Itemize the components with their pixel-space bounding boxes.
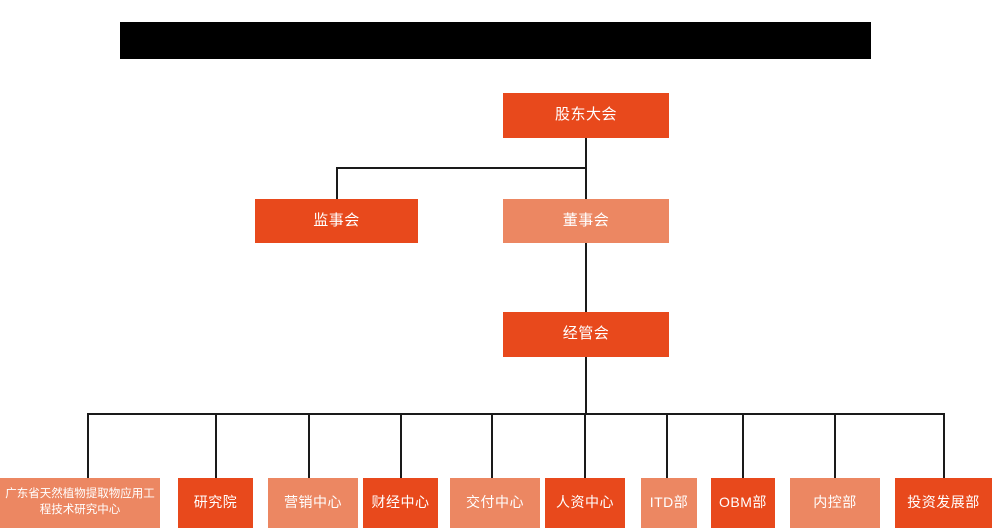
node-label: 营销中心 <box>284 494 342 511</box>
connector-drop-engineering-research-center <box>87 413 89 478</box>
node-label: ITD部 <box>649 494 689 511</box>
node-shareholders-meeting[interactable]: 股东大会 <box>503 93 669 138</box>
node-board-of-directors[interactable]: 董事会 <box>503 199 669 243</box>
connector-level2-bar <box>336 167 587 169</box>
connector-drop-delivery-center <box>491 413 493 478</box>
connector-management-down <box>585 357 587 414</box>
node-internal-control-dept[interactable]: 内控部 <box>790 478 880 528</box>
node-itd-dept[interactable]: ITD部 <box>641 478 697 528</box>
connector-directors-to-management <box>585 242 587 312</box>
node-management-committee[interactable]: 经管会 <box>503 312 669 357</box>
node-research-institute[interactable]: 研究院 <box>178 478 253 528</box>
node-label: 监事会 <box>313 211 360 229</box>
node-obm-dept[interactable]: OBM部 <box>711 478 775 528</box>
node-label: OBM部 <box>719 494 767 511</box>
connector-drop-hr-center <box>584 413 586 478</box>
connector-level4-bar <box>87 413 945 415</box>
node-label: 经管会 <box>562 325 610 343</box>
node-investment-development-dept[interactable]: 投资发展部 <box>895 478 992 528</box>
node-marketing-center[interactable]: 营销中心 <box>268 478 358 528</box>
node-hr-center[interactable]: 人资中心 <box>545 478 625 528</box>
node-board-of-supervisors[interactable]: 监事会 <box>255 199 418 243</box>
connector-drop-marketing-center <box>308 413 310 478</box>
connector-directors-down <box>585 167 587 199</box>
connector-drop-internal-control-dept <box>834 413 836 478</box>
connector-supervisors-down <box>336 167 338 199</box>
connector-shareholders-down <box>585 138 587 168</box>
connector-drop-investment-development-dept <box>943 413 945 478</box>
node-label: 交付中心 <box>466 494 524 511</box>
node-label: 人资中心 <box>556 494 614 511</box>
node-finance-center[interactable]: 财经中心 <box>363 478 438 528</box>
node-label: 股东大会 <box>554 106 617 124</box>
connector-drop-research-institute <box>215 413 217 478</box>
node-label: 研究院 <box>193 494 238 511</box>
connector-drop-itd-dept <box>666 413 668 478</box>
connector-drop-finance-center <box>400 413 402 478</box>
node-label: 内控部 <box>813 494 857 511</box>
node-label: 投资发展部 <box>907 494 980 511</box>
node-label: 董事会 <box>562 211 610 229</box>
redacted-title-bar <box>120 22 871 59</box>
connector-drop-obm-dept <box>742 413 744 478</box>
node-label: 广东省天然植物提取物应用工程技术研究中心 <box>5 488 155 516</box>
node-delivery-center[interactable]: 交付中心 <box>450 478 540 528</box>
node-label: 财经中心 <box>371 494 430 511</box>
node-engineering-research-center[interactable]: 广东省天然植物提取物应用工程技术研究中心 <box>0 478 160 528</box>
